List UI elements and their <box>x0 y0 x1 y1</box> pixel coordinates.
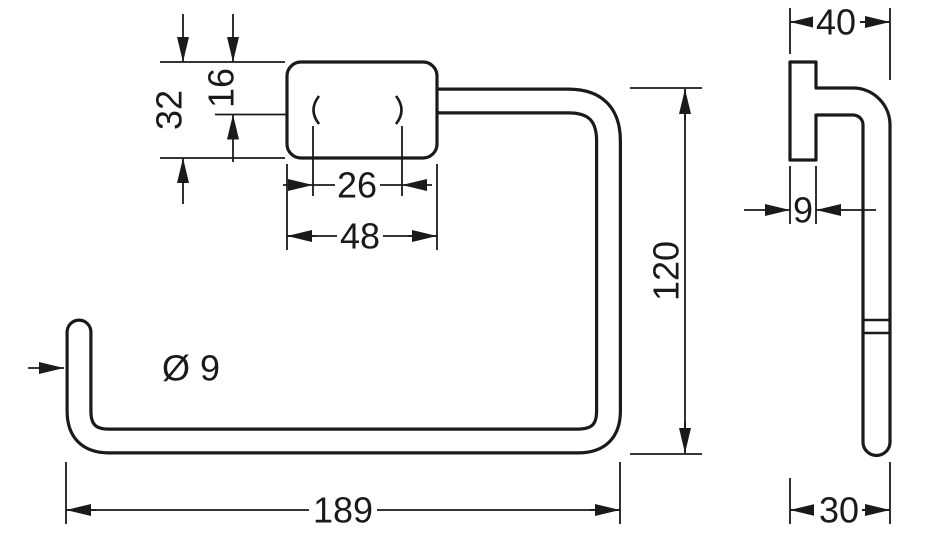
dimension-label-189: 189 <box>313 490 373 531</box>
dimension-label-120: 120 <box>646 241 687 301</box>
dimension-offset-30: 30 <box>789 462 891 531</box>
dimension-tube-diameter: Ø 9 <box>28 348 220 389</box>
dimension-label-9: 9 <box>793 190 813 231</box>
mount-detail-right-arc <box>394 95 403 125</box>
label-mask <box>309 493 377 527</box>
side-view: 40 9 30 <box>744 2 892 531</box>
label-mask <box>813 6 860 39</box>
dimension-plate-width-48: 48 <box>286 164 438 257</box>
dimension-label-26: 26 <box>337 165 377 206</box>
dimension-plate-height-32: 32 <box>149 14 285 204</box>
dimension-inner-spacing-26: 26 <box>283 126 432 206</box>
dimension-label-30: 30 <box>819 490 859 531</box>
mount-plate <box>285 60 439 160</box>
dimension-overall-height-120: 120 <box>630 87 702 455</box>
ring-tube-fill <box>68 90 619 452</box>
dimension-depth-40: 40 <box>789 2 891 80</box>
mount-detail-left-arc <box>312 95 321 125</box>
dimension-overall-width-189: 189 <box>65 462 621 531</box>
dimension-label-32: 32 <box>149 90 190 130</box>
label-mask <box>814 493 862 527</box>
side-profile <box>788 60 892 458</box>
dimension-label-40: 40 <box>816 2 856 43</box>
dimension-label-diameter: Ø 9 <box>162 348 220 389</box>
dimension-label-48: 48 <box>340 216 380 257</box>
front-view: 32 16 26 48 <box>28 14 702 531</box>
dimension-top-offset-16: 16 <box>201 14 286 162</box>
dimension-label-16: 16 <box>201 68 242 108</box>
dimension-plate-thickness-9: 9 <box>744 166 876 231</box>
label-mask <box>335 169 380 202</box>
label-mask <box>337 220 383 253</box>
label-mask <box>791 194 815 226</box>
